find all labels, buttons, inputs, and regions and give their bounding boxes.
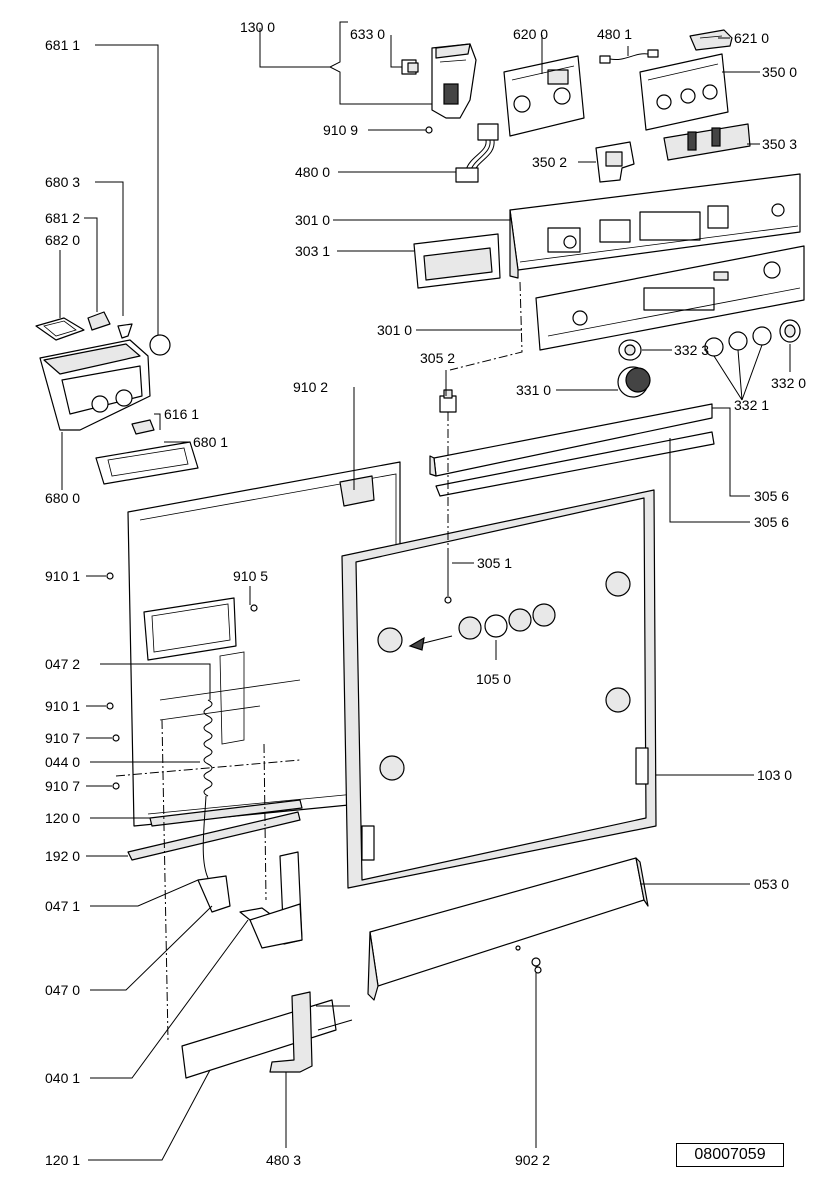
label-332-1: 332 1 bbox=[734, 397, 769, 413]
part-047-2-spring bbox=[202, 699, 213, 879]
part-305-6-rails bbox=[429, 403, 715, 497]
label-130-0: 130 0 bbox=[240, 19, 275, 35]
label-910-1-a: 910 1 bbox=[45, 568, 80, 584]
label-902-2: 902 2 bbox=[515, 1152, 550, 1168]
part-681-1-cap bbox=[149, 334, 171, 356]
part-910-9-screw bbox=[425, 126, 433, 134]
part-103-0-outer-door bbox=[341, 489, 657, 889]
part-480-1-wire bbox=[599, 49, 659, 64]
label-303-1: 303 1 bbox=[295, 243, 330, 259]
part-120-1-strip bbox=[181, 999, 353, 1079]
part-350-2-bracket bbox=[595, 141, 635, 183]
label-103-0: 103 0 bbox=[757, 767, 792, 783]
axis-line-panel bbox=[449, 281, 523, 371]
screw-910-5 bbox=[250, 604, 258, 612]
label-053-0: 053 0 bbox=[754, 876, 789, 892]
label-480-0: 480 0 bbox=[295, 164, 330, 180]
label-047-0: 047 0 bbox=[45, 982, 80, 998]
label-680-0: 680 0 bbox=[45, 490, 80, 506]
label-910-7-b: 910 7 bbox=[45, 778, 80, 794]
part-305-2-latch bbox=[439, 389, 457, 413]
part-480-0-harness bbox=[455, 123, 499, 183]
label-910-2: 910 2 bbox=[293, 379, 328, 395]
part-303-handle bbox=[413, 233, 501, 289]
label-120-1: 120 1 bbox=[45, 1152, 80, 1168]
label-480-1: 480 1 bbox=[597, 26, 632, 42]
part-130-housing bbox=[431, 43, 477, 119]
label-301-0-upper: 301 0 bbox=[295, 212, 330, 228]
label-910-5: 910 5 bbox=[233, 568, 268, 584]
label-331-0: 331 0 bbox=[516, 382, 551, 398]
part-680-3-spring bbox=[117, 323, 133, 339]
part-681-2-clip bbox=[87, 311, 111, 331]
part-620-board bbox=[503, 55, 585, 137]
label-040-1: 040 1 bbox=[45, 1070, 80, 1086]
label-332-0: 332 0 bbox=[771, 375, 806, 391]
part-053-0-kickplate bbox=[367, 857, 649, 1001]
label-910-1-b: 910 1 bbox=[45, 698, 80, 714]
label-682-0: 682 0 bbox=[45, 232, 80, 248]
part-105-0-feet bbox=[408, 603, 556, 651]
label-047-1: 047 1 bbox=[45, 898, 80, 914]
label-350-3: 350 3 bbox=[762, 136, 797, 152]
label-633-0: 633 0 bbox=[350, 26, 385, 42]
part-120-0-strip bbox=[149, 799, 303, 827]
part-332-0-knob bbox=[779, 319, 801, 343]
label-305-6-b: 305 6 bbox=[754, 514, 789, 530]
screw-910-7b bbox=[112, 782, 120, 790]
label-681-1: 681 1 bbox=[45, 37, 80, 53]
label-192-0: 192 0 bbox=[45, 848, 80, 864]
label-680-3: 680 3 bbox=[45, 174, 80, 190]
part-192-0-strip bbox=[127, 811, 301, 861]
label-620-0: 620 0 bbox=[513, 26, 548, 42]
part-305-1-screw bbox=[444, 554, 452, 604]
part-350-3-strip bbox=[663, 123, 751, 161]
label-301-0-lower: 301 0 bbox=[377, 322, 412, 338]
label-350-2: 350 2 bbox=[532, 154, 567, 170]
part-301-0-panel-upper bbox=[509, 173, 801, 279]
part-680-0-dispenser bbox=[39, 339, 151, 431]
part-hinge-plate bbox=[249, 851, 303, 949]
screw-910-1b bbox=[106, 702, 114, 710]
axis-line-horizontal bbox=[115, 759, 301, 777]
axis-line-vertical-2 bbox=[161, 719, 169, 1041]
group-bracket bbox=[328, 21, 348, 105]
label-681-2: 681 2 bbox=[45, 210, 80, 226]
label-105-0: 105 0 bbox=[476, 671, 511, 687]
label-350-0: 350 0 bbox=[762, 64, 797, 80]
part-680-1-gasket bbox=[95, 441, 199, 485]
label-305-1: 305 1 bbox=[477, 555, 512, 571]
label-910-7-a: 910 7 bbox=[45, 730, 80, 746]
label-680-1: 680 1 bbox=[193, 434, 228, 450]
part-331-0-knob bbox=[617, 366, 651, 398]
label-305-6-a: 305 6 bbox=[754, 488, 789, 504]
label-044-0: 044 0 bbox=[45, 754, 80, 770]
label-305-2: 305 2 bbox=[420, 350, 455, 366]
document-number: 08007059 bbox=[676, 1143, 784, 1167]
part-616-1 bbox=[131, 419, 155, 435]
part-332-3-knob bbox=[618, 339, 642, 361]
part-350-0-board bbox=[639, 53, 729, 131]
leader-lines bbox=[59, 28, 791, 1161]
part-682-gasket bbox=[35, 317, 85, 341]
label-910-9: 910 9 bbox=[323, 122, 358, 138]
part-480-3-bracket bbox=[269, 991, 313, 1073]
label-480-3: 480 3 bbox=[266, 1152, 301, 1168]
label-047-2: 047 2 bbox=[45, 656, 80, 672]
screw-910-7a bbox=[112, 734, 120, 742]
part-inner-door bbox=[127, 461, 401, 827]
label-120-0: 120 0 bbox=[45, 810, 80, 826]
part-633-clip bbox=[401, 59, 419, 75]
part-902-2-screw bbox=[531, 957, 542, 974]
part-621-module bbox=[689, 29, 733, 51]
label-332-3: 332 3 bbox=[674, 342, 709, 358]
part-301-0-panel-lower bbox=[535, 245, 805, 351]
label-621-0: 621 0 bbox=[734, 30, 769, 46]
label-616-1: 616 1 bbox=[164, 406, 199, 422]
screw-910-1a bbox=[106, 572, 114, 580]
part-labels: 681 1 130 0 633 0 620 0 480 1 621 0 350 … bbox=[45, 19, 806, 1168]
part-332-1-knobs bbox=[704, 326, 772, 357]
